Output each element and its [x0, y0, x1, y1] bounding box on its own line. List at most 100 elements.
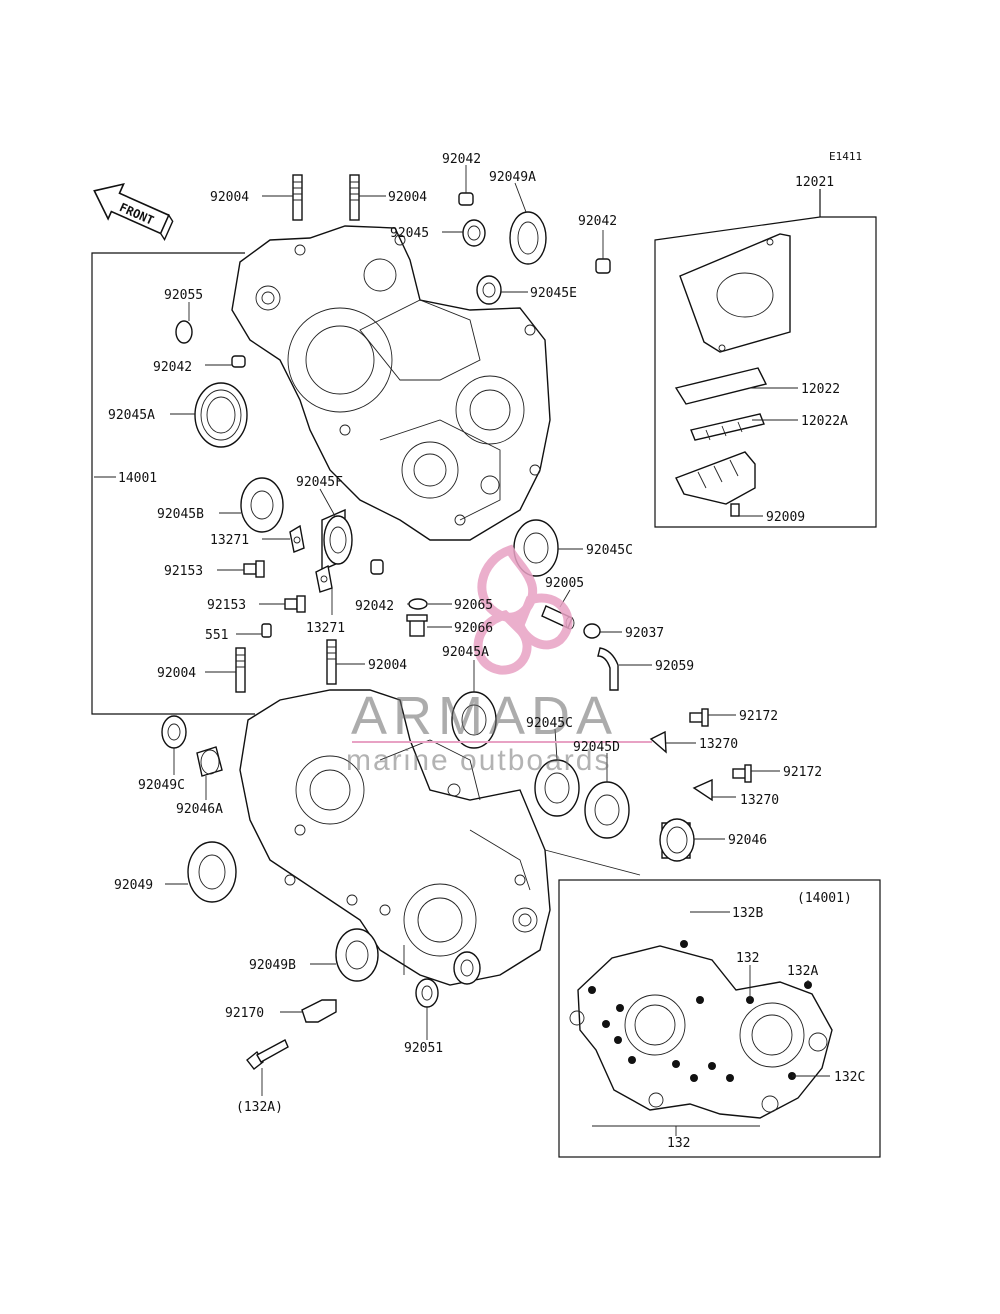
- dowel-pin-92042-b: [595, 258, 611, 274]
- case-bolt-inset-drawing: [569, 940, 833, 1119]
- label-92042: 92042: [153, 360, 192, 375]
- dowel-pin-92042-d: [370, 559, 384, 575]
- case-bolt-inset-box: [558, 879, 881, 1158]
- label-132a-ref: (132A): [236, 1100, 283, 1115]
- label-92037: 92037: [625, 626, 664, 641]
- label-92004: 92004: [388, 190, 427, 205]
- label-92172: 92172: [783, 765, 822, 780]
- label-92045c: 92045C: [586, 543, 633, 558]
- label-92045c: 92045C: [526, 716, 573, 731]
- stud-551: [261, 623, 272, 638]
- label-92049: 92049: [114, 878, 153, 893]
- label-92051: 92051: [404, 1041, 443, 1056]
- bracket-13271-a: [289, 524, 305, 553]
- label-92153: 92153: [207, 598, 246, 613]
- oil-seal-92051: [415, 978, 439, 1008]
- oil-seal-92049c: [161, 715, 187, 749]
- label-132a: 132A: [787, 964, 818, 979]
- bearing-92045b: [240, 477, 284, 533]
- bearing-92045e: [476, 275, 502, 305]
- reed-petal-12022a: [690, 413, 765, 441]
- diagram-code: E1411: [829, 150, 862, 163]
- label-92049a: 92049A: [489, 170, 536, 185]
- bearing-92045a-upper: [194, 382, 248, 448]
- crankcase-assembly-bracket: [91, 252, 255, 715]
- label-132: 132: [667, 1136, 690, 1151]
- label-92049b: 92049B: [249, 958, 296, 973]
- label-13270: 13270: [699, 737, 738, 752]
- dowel-pin-92042-c: [231, 355, 246, 368]
- needle-bearing-92046a: [196, 746, 223, 777]
- plate-13270-b: [692, 778, 713, 802]
- bearing-92045: [462, 219, 486, 247]
- bolt-92153-b: [284, 595, 306, 613]
- label-14001-ref: (14001): [797, 891, 852, 906]
- bolt-132a: [246, 1039, 289, 1070]
- bearing-92045d: [584, 781, 630, 839]
- reed-valve-holder: [679, 233, 791, 353]
- label-92046a: 92046A: [176, 802, 223, 817]
- stud-92004-a: [292, 174, 303, 221]
- label-92045f: 92045F: [296, 475, 343, 490]
- label-92045d: 92045D: [573, 740, 620, 755]
- label-92045e: 92045E: [530, 286, 577, 301]
- hose-92059: [597, 647, 619, 691]
- screw-92172-a: [689, 708, 709, 727]
- reed-cage: [675, 451, 756, 505]
- front-arrow-icon: FRONT: [93, 182, 174, 242]
- label-92046: 92046: [728, 833, 767, 848]
- label-132c: 132C: [834, 1070, 865, 1085]
- plug-92066: [406, 614, 428, 637]
- label-92045: 92045: [390, 226, 429, 241]
- oil-seal-92049b: [335, 928, 379, 982]
- label-92055: 92055: [164, 288, 203, 303]
- label-12022a: 12022A: [801, 414, 848, 429]
- label-92045a: 92045A: [442, 645, 489, 660]
- label-92042: 92042: [355, 599, 394, 614]
- screw-92172-b: [732, 764, 752, 783]
- oil-seal-92049: [187, 841, 237, 903]
- needle-bearing-92046: [659, 818, 695, 862]
- label-132: 132: [736, 951, 759, 966]
- label-92004: 92004: [157, 666, 196, 681]
- label-132b: 132B: [732, 906, 763, 921]
- o-ring-92055: [175, 320, 193, 344]
- label-92065: 92065: [454, 598, 493, 613]
- label-12021: 12021: [795, 175, 834, 190]
- stud-92004-b: [349, 174, 360, 221]
- label-92066: 92066: [454, 621, 493, 636]
- screw-92009: [730, 503, 740, 517]
- label-92004: 92004: [368, 658, 407, 673]
- lower-crankcase-half: [239, 689, 551, 986]
- leader-lines: [94, 165, 830, 1136]
- label-92172: 92172: [739, 709, 778, 724]
- watermark-brand: ARMADA: [351, 686, 618, 746]
- part-labels: 92042 92004 92004 92049A 92045 92042 920…: [108, 152, 865, 1151]
- washer-92065: [408, 598, 428, 610]
- armada-logo-icon: [473, 544, 573, 675]
- label-13271: 13271: [210, 533, 249, 548]
- upper-crankcase-half: [231, 225, 551, 541]
- bolt-92153-a: [243, 560, 265, 578]
- label-92042: 92042: [442, 152, 481, 167]
- dowel-pin-92042-a: [458, 192, 474, 206]
- label-92042: 92042: [578, 214, 617, 229]
- stud-92004-d: [326, 639, 337, 685]
- label-13271: 13271: [306, 621, 345, 636]
- label-13270: 13270: [740, 793, 779, 808]
- stud-92004-c: [235, 647, 246, 693]
- label-92004: 92004: [210, 190, 249, 205]
- oil-seal-92051-seat: [453, 951, 481, 985]
- reed-valve-box: [654, 216, 877, 528]
- oil-seal-92049a: [509, 211, 547, 265]
- label-92045b: 92045B: [157, 507, 204, 522]
- label-92049c: 92049C: [138, 778, 185, 793]
- label-551: 551: [205, 628, 228, 643]
- label-92005: 92005: [545, 576, 584, 591]
- bracket-13271-b: [315, 564, 333, 593]
- label-92153: 92153: [164, 564, 203, 579]
- plate-13270-a: [649, 730, 667, 754]
- watermark-tagline: marine outboards: [346, 744, 611, 777]
